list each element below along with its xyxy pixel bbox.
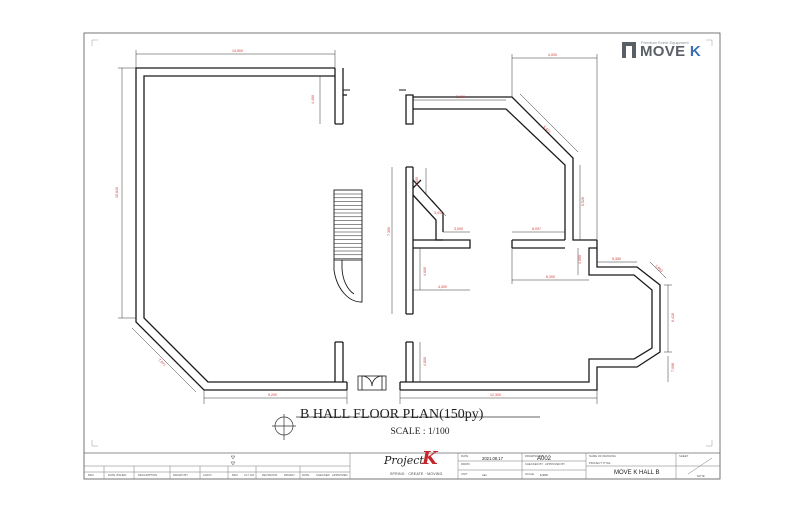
- dim-mid-right: 6,300: [546, 275, 555, 279]
- dim-stub-height: 4,400: [311, 95, 315, 104]
- revision-triangle-icons: [230, 455, 236, 466]
- outer-walls: [135, 67, 661, 391]
- drawing-no-label: DRAWING NO.: [525, 454, 544, 458]
- dim-corridor-arm: 3,000: [454, 227, 463, 231]
- date-label: DATE: [461, 454, 468, 458]
- logo-wordmark: MOVE K: [640, 43, 701, 60]
- dim-bay-step: 4,000: [578, 255, 582, 264]
- date-value: 2021.08.17: [482, 456, 504, 461]
- border-ticks: [91, 39, 713, 447]
- dim-bottom-left: 9,200: [268, 393, 277, 397]
- rev2-header-5: DATE: [302, 473, 309, 477]
- drawn-label: DRWN: [461, 462, 470, 466]
- entrance-door-icon: [357, 375, 387, 391]
- dim-left-height: 15,840: [115, 187, 119, 198]
- rev-header-5: CHK'D: [203, 473, 211, 477]
- dim-angled-top: 5,471: [542, 125, 551, 134]
- project-value: MOVE K HALL B: [614, 470, 659, 476]
- title-block-grid: [83, 452, 721, 480]
- staircase-icon: [333, 189, 363, 303]
- unit-label: UNIT: [461, 472, 468, 476]
- dim-bay-top: 5,350: [612, 257, 621, 261]
- dim-bottom-right: 12,300: [490, 393, 501, 397]
- dim-island-height: 7,300: [387, 227, 391, 236]
- dimension-lines: [118, 50, 672, 404]
- drawing-no-value: A002: [537, 456, 552, 462]
- dimension-labels: 14,900 4,000 3,000 4,400 5,471 5,526 3,0…: [115, 49, 675, 397]
- brand-tagline: SPRING · CREATE · MOVING: [390, 472, 443, 476]
- rev2-header-1: REV.: [232, 473, 238, 477]
- dim-entrance-height: 4,800: [423, 357, 427, 366]
- logo-tagline: Premium Event Equipment: [641, 40, 689, 45]
- drawing-title-label: NAME OF DRAWING: [589, 454, 616, 458]
- rev-header-4: DRAWN BY: [173, 473, 188, 477]
- dim-right-wall: 5,526: [581, 197, 585, 206]
- logo-word-accent: K: [689, 43, 701, 60]
- rev2-header-6: CHECKED: [316, 473, 330, 477]
- dim-top-right: 4,000: [548, 53, 557, 57]
- rev2-header-4: DRAWN: [284, 473, 294, 477]
- dim-bay-height: 6,410: [671, 313, 675, 322]
- company-logo: Premium Event Equipment MOVE K: [622, 40, 712, 62]
- project-label: PROJECT TITLE: [589, 461, 610, 465]
- dim-inner-diag: 3,411: [434, 211, 443, 215]
- rev-header-3: DESCRIPTION: [138, 473, 157, 477]
- scale-value: 1/100: [540, 473, 548, 477]
- dim-bay-low: 7,098: [671, 363, 675, 372]
- dim-right-inner: 6,097: [532, 227, 541, 231]
- logo-word-main: MOVE: [640, 43, 686, 60]
- dim-bay-diag: 1,803: [654, 264, 663, 273]
- brand-k: K: [422, 448, 438, 469]
- sheet-label: SHEET: [679, 454, 689, 458]
- scale-label: SCALE: [525, 472, 534, 476]
- drawing-title: B HALL FLOOR PLAN(150py): [300, 407, 484, 422]
- note-label: NOTE: [697, 474, 705, 478]
- rev-header-1: REV.: [88, 473, 94, 477]
- approved-label: APPROVED BY: [545, 462, 565, 466]
- checked-label: CHECKED BY: [525, 462, 543, 466]
- unit-value: mm: [482, 473, 487, 477]
- rev-header-2: DATE ISSUED: [108, 473, 126, 477]
- rev2-header-3: REVISIONS: [262, 473, 277, 477]
- dim-inner-short: 3,000: [415, 177, 419, 186]
- dim-lower-arm-width: 4,300: [438, 285, 447, 289]
- drawing-scale: SCALE : 1/100: [390, 427, 450, 437]
- dim-corridor: 3,000: [456, 95, 465, 99]
- brand-script: Project: [384, 454, 424, 467]
- dim-top-left: 14,900: [232, 49, 243, 53]
- section-marker-icon: [272, 414, 540, 440]
- dim-bottom-left-diag: 7,071: [157, 358, 166, 367]
- dim-lower-arm-height: 4,600: [423, 267, 427, 276]
- project-k-brand: Project K SPRING · CREATE · MOVING: [382, 448, 446, 480]
- logo-mark-icon: [622, 42, 636, 58]
- rev2-header-2: CLY NO.: [244, 473, 255, 477]
- rev2-header-7: APPROVED: [332, 473, 348, 477]
